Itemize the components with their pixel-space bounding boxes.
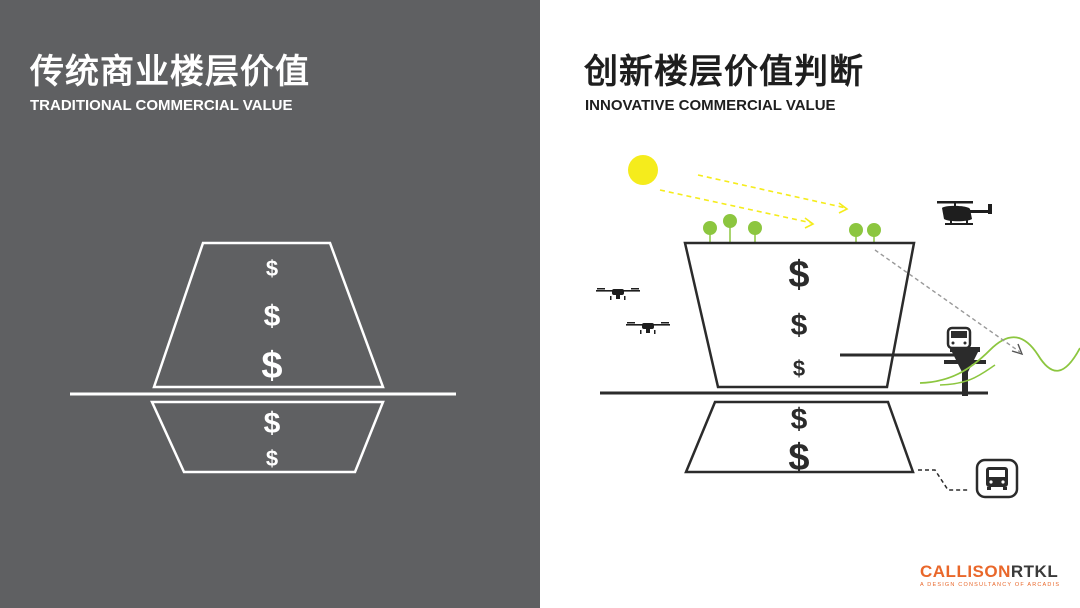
drone-icon	[596, 288, 640, 300]
traditional-diagram: $ $ $ $ $	[70, 241, 456, 474]
traditional-lower-value-2: $	[266, 446, 278, 471]
innovative-upper-building	[683, 241, 916, 389]
sunlight-arrows	[659, 174, 849, 229]
innovative-panel: 创新楼层价值判断 INNOVATIVE COMMERCIAL VALUE	[540, 0, 1080, 608]
innovative-title-cn: 创新楼层价值判断	[584, 52, 864, 92]
innovative-lower-value-2: $	[788, 437, 809, 479]
traditional-panel: 传统商业楼层价值 TRADITIONAL COMMERCIAL VALUE $ …	[0, 0, 540, 608]
traditional-upper-value-1: $	[266, 256, 278, 281]
traditional-title-en: TRADITIONAL COMMERCIAL VALUE	[30, 97, 293, 114]
sun-icon	[628, 155, 658, 185]
tree-icon	[703, 214, 881, 243]
drone-icon	[626, 322, 670, 334]
transit-station-icon	[944, 326, 986, 396]
traditional-title-cn: 传统商业楼层价值	[30, 52, 310, 92]
innovative-lower-value-1: $	[791, 403, 808, 436]
traditional-upper-value-3: $	[261, 345, 282, 387]
basement-bus-link	[918, 469, 970, 491]
bus-icon	[975, 458, 1019, 499]
logo-wordmark: CALLISONRTKL	[920, 562, 1059, 581]
innovative-upper-value-2: $	[791, 309, 808, 342]
landscape-curve	[919, 336, 1080, 384]
logo-tagline: A DESIGN CONSULTANCY OF ARCADIS	[920, 582, 1061, 588]
helicopter-icon	[937, 201, 992, 225]
callison-rtkl-logo: CALLISONRTKL A DESIGN CONSULTANCY OF ARC…	[920, 562, 1060, 588]
innovative-title-en: INNOVATIVE COMMERCIAL VALUE	[585, 97, 836, 114]
traditional-upper-value-2: $	[264, 300, 281, 333]
traditional-lower-building	[150, 400, 385, 474]
innovative-upper-value-3: $	[793, 356, 805, 381]
traditional-upper-building	[152, 241, 385, 389]
innovative-upper-value-1: $	[788, 254, 809, 296]
traditional-lower-value-1: $	[264, 407, 281, 440]
connection-arrow	[874, 249, 1024, 356]
innovative-lower-building	[684, 400, 915, 474]
innovative-diagram: $ $ $ $ $	[596, 155, 1080, 499]
